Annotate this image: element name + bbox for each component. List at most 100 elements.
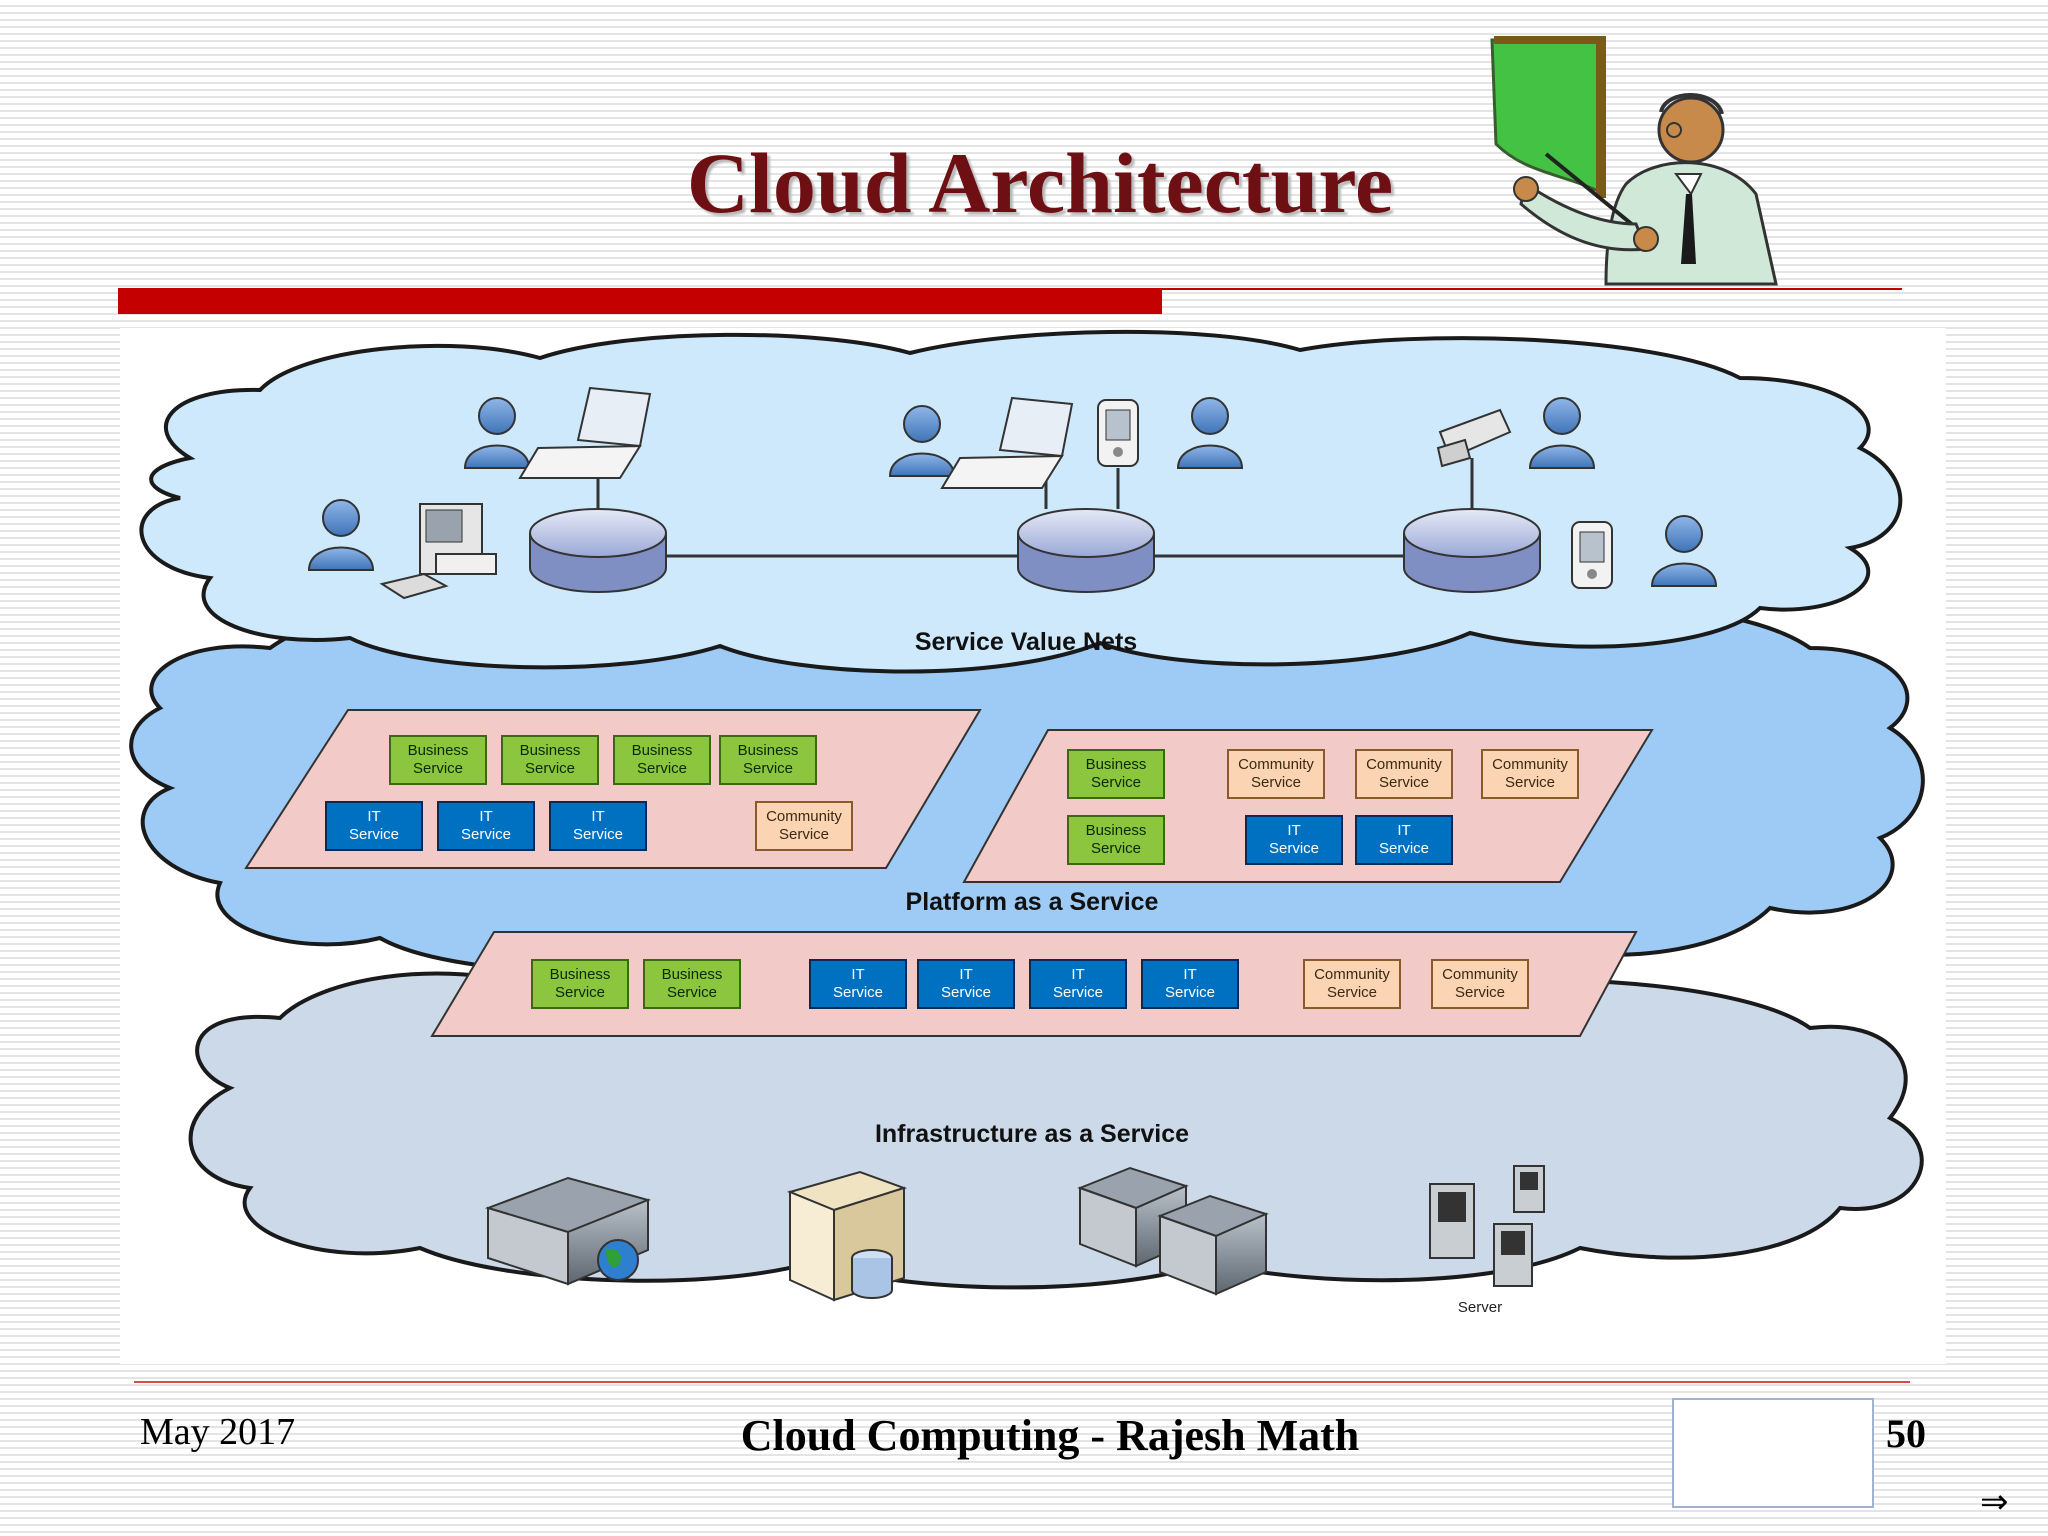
service-tile-label: Service bbox=[637, 760, 687, 777]
user-icon bbox=[463, 397, 531, 469]
service-tile-label: IT bbox=[1183, 966, 1196, 983]
service-tile-label: Service bbox=[1327, 984, 1377, 1001]
service-tile-label: Business bbox=[550, 966, 611, 983]
pda-icon bbox=[1571, 521, 1613, 589]
title-underline-thick bbox=[118, 290, 1162, 314]
network-hub-right bbox=[1403, 458, 1541, 593]
service-tile-label: Business bbox=[520, 742, 581, 759]
footer-title: Cloud Computing - Rajesh Math bbox=[740, 1411, 1360, 1460]
page-number: 50 bbox=[1886, 1411, 1926, 1456]
service-tile-label: Service bbox=[1091, 840, 1141, 857]
user-icon bbox=[307, 499, 375, 571]
footer-date: May 2017 bbox=[140, 1411, 296, 1453]
user-icon bbox=[1176, 397, 1244, 469]
infrastructure-label: Infrastructure as a Service bbox=[875, 1120, 1189, 1148]
service-tile-label: IT bbox=[1397, 822, 1410, 839]
service-tile-label: Service bbox=[1379, 840, 1429, 857]
pda-icon bbox=[1097, 399, 1139, 467]
service-value-nets-label: Service Value Nets bbox=[915, 628, 1137, 656]
presenter-clipart bbox=[1486, 34, 1786, 290]
service-tile-label: Service bbox=[1053, 984, 1103, 1001]
service-tile-label: Service bbox=[1379, 774, 1429, 791]
service-tile-label: Business bbox=[662, 966, 723, 983]
service-tile-label: IT bbox=[1071, 966, 1084, 983]
database-server-icon bbox=[786, 1170, 908, 1302]
service-tile-label: IT bbox=[851, 966, 864, 983]
footer-rule bbox=[134, 1381, 1910, 1383]
service-tile-label: IT bbox=[959, 966, 972, 983]
mobile-phone-icon bbox=[1436, 408, 1512, 468]
page-number-box bbox=[1672, 1398, 1874, 1508]
server-label: Server bbox=[1458, 1299, 1502, 1316]
service-tile-label: Business bbox=[408, 742, 469, 759]
service-tile-label: Community bbox=[1314, 966, 1390, 983]
service-tile-label: Community bbox=[1492, 756, 1568, 773]
service-tile-label: Service bbox=[525, 760, 575, 777]
service-tiles: BusinessServiceBusinessServiceBusinessSe… bbox=[325, 735, 1579, 1009]
service-tile-label: Service bbox=[833, 984, 883, 1001]
server-cluster-icon bbox=[1077, 1166, 1269, 1296]
web-server-icon bbox=[484, 1176, 652, 1286]
service-tile-label: IT bbox=[479, 808, 492, 825]
service-tile-label: Service bbox=[667, 984, 717, 1001]
service-tile-label: Service bbox=[413, 760, 463, 777]
server-icon bbox=[1429, 1165, 1545, 1287]
service-tile-label: Community bbox=[1442, 966, 1518, 983]
service-tile-label: Service bbox=[1091, 774, 1141, 791]
service-tile-label: Community bbox=[1238, 756, 1314, 773]
service-tile-label: Business bbox=[632, 742, 693, 759]
service-tile-label: Service bbox=[1505, 774, 1555, 791]
service-tile-label: Business bbox=[1086, 756, 1147, 773]
service-tile-label: Community bbox=[766, 808, 842, 825]
service-tile-label: Service bbox=[1251, 774, 1301, 791]
service-tile-label: Service bbox=[349, 826, 399, 843]
service-tile-label: Business bbox=[738, 742, 799, 759]
service-tile-label: Service bbox=[555, 984, 605, 1001]
user-icon bbox=[888, 405, 956, 477]
service-tile-label: Service bbox=[461, 826, 511, 843]
service-tile-label: Business bbox=[1086, 822, 1147, 839]
service-tile-label: Service bbox=[779, 826, 829, 843]
desktop-computer-icon bbox=[379, 503, 497, 600]
slide-title: Cloud Architecture bbox=[686, 135, 1394, 231]
service-tile-label: Service bbox=[1165, 984, 1215, 1001]
platform-label: Platform as a Service bbox=[906, 888, 1159, 916]
service-tile-label: Community bbox=[1366, 756, 1442, 773]
service-tile-label: Service bbox=[573, 826, 623, 843]
user-icon bbox=[1650, 515, 1718, 587]
network-hub-left bbox=[529, 478, 667, 593]
laptop-icon bbox=[940, 396, 1074, 489]
service-tile-label: Service bbox=[1269, 840, 1319, 857]
service-tile-label: Service bbox=[1455, 984, 1505, 1001]
service-tile-label: IT bbox=[367, 808, 380, 825]
next-slide-arrow-icon[interactable]: ⇒ bbox=[1980, 1483, 2009, 1521]
service-value-nets-cloud bbox=[139, 329, 1903, 674]
title-underline-thin bbox=[118, 288, 1902, 290]
user-icon bbox=[1528, 397, 1596, 469]
laptop-icon bbox=[518, 386, 652, 479]
service-tile-label: IT bbox=[591, 808, 604, 825]
service-tile-label: Service bbox=[743, 760, 793, 777]
